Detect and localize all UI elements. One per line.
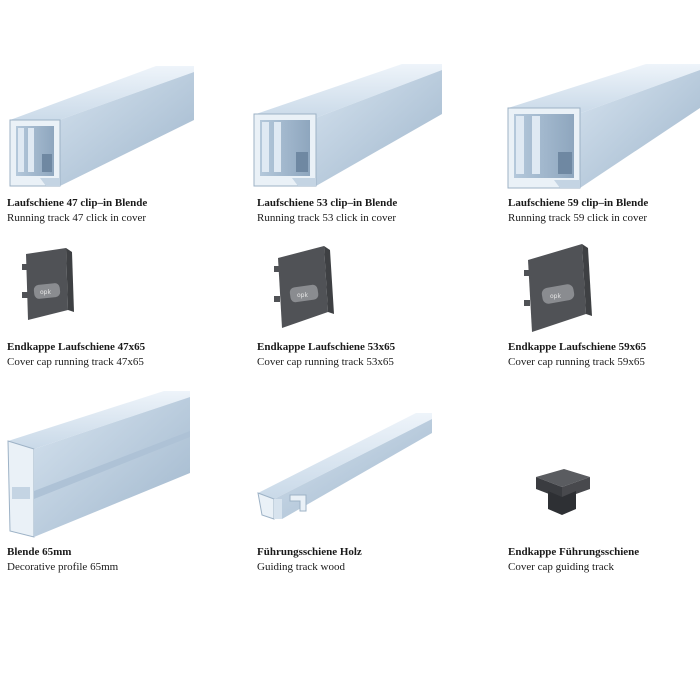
product-cover-cap-59x65: opk Endkappe Laufschiene 59x65 Cover cap… xyxy=(500,240,700,375)
guiding-track-cap-image xyxy=(536,469,590,515)
product-caption: Endkappe Laufschiene 59x65 Cover cap run… xyxy=(508,340,646,370)
product-decorative-profile-65mm: Blende 65mm Decorative profile 65mm xyxy=(0,385,235,585)
brand-logo-text: opk xyxy=(297,292,308,299)
product-title-en: Cover cap running track 59x65 xyxy=(508,356,645,368)
product-caption: Laufschiene 53 clip–in Blende Running tr… xyxy=(257,196,397,226)
cover-cap-53x65-image: opk xyxy=(274,246,334,328)
product-title-en: Cover cap running track 47x65 xyxy=(7,356,144,368)
product-caption: Führungsschiene Holz Guiding track wood xyxy=(257,545,362,575)
product-title-en: Cover cap running track 53x65 xyxy=(257,356,394,368)
product-title-de: Endkappe Laufschiene 53x65 xyxy=(257,341,396,353)
product-title-en: Running track 59 click in cover xyxy=(508,212,647,224)
product-caption: Laufschiene 59 clip–in Blende Running tr… xyxy=(508,196,648,226)
product-running-track-53: Laufschiene 53 clip–in Blende Running tr… xyxy=(250,0,485,230)
running-track-47-image xyxy=(9,66,194,187)
product-caption: Endkappe Laufschiene 47x65 Cover cap run… xyxy=(7,340,145,370)
product-caption: Blende 65mm Decorative profile 65mm xyxy=(7,545,118,575)
product-guiding-track-wood: Führungsschiene Holz Guiding track wood xyxy=(250,385,485,585)
cover-cap-59x65-image: opk xyxy=(524,244,592,332)
product-title-de: Endkappe Führungsschiene xyxy=(508,546,640,558)
product-title-en: Guiding track wood xyxy=(257,561,345,573)
guiding-track-image xyxy=(257,413,432,520)
product-title-en: Cover cap guiding track xyxy=(508,561,614,573)
product-cover-cap-53x65: opk Endkappe Laufschiene 53x65 Cover cap… xyxy=(250,240,485,375)
running-track-53-image xyxy=(253,64,442,187)
product-running-track-47: Laufschiene 47 clip–in Blende Running tr… xyxy=(0,0,235,230)
product-title-de: Führungsschiene Holz xyxy=(257,546,362,558)
cover-cap-47x65-image: opk xyxy=(22,248,74,320)
product-title-en: Decorative profile 65mm xyxy=(7,561,119,573)
product-title-de: Endkappe Laufschiene 47x65 xyxy=(7,341,146,353)
product-cover-cap-47x65: opk Endkappe Laufschiene 47x65 Cover cap… xyxy=(0,240,235,375)
product-title-de: Laufschiene 59 clip–in Blende xyxy=(508,197,649,209)
product-caption: Endkappe Laufschiene 53x65 Cover cap run… xyxy=(257,340,395,370)
product-title-de: Endkappe Laufschiene 59x65 xyxy=(508,341,647,353)
product-title-de: Blende 65mm xyxy=(7,546,72,558)
product-title-de: Laufschiene 53 clip–in Blende xyxy=(257,197,398,209)
product-cover-cap-guiding-track: Endkappe Führungsschiene Cover cap guidi… xyxy=(500,385,700,585)
product-title-de: Laufschiene 47 clip–in Blende xyxy=(7,197,148,209)
decorative-profile-image xyxy=(7,391,190,538)
brand-logo-text: opk xyxy=(550,293,561,300)
running-track-59-image xyxy=(507,64,700,189)
product-caption: Endkappe Führungsschiene Cover cap guidi… xyxy=(508,545,639,575)
brand-logo-text: opk xyxy=(40,289,51,296)
product-title-en: Running track 47 click in cover xyxy=(7,212,146,224)
product-caption: Laufschiene 47 clip–in Blende Running tr… xyxy=(7,196,147,226)
product-running-track-59: Laufschiene 59 clip–in Blende Running tr… xyxy=(500,0,700,230)
product-title-en: Running track 53 click in cover xyxy=(257,212,396,224)
